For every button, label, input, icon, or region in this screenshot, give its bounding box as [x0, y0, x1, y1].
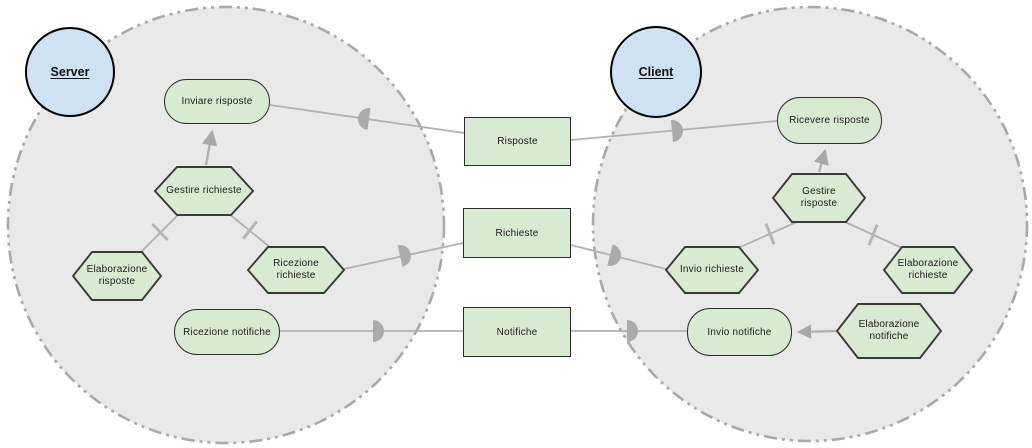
cross-ticks [151, 220, 879, 246]
node-gestire-risposte-label: Gestire risposte [800, 185, 838, 210]
arrow-gestire-to-ricevere [813, 148, 829, 173]
node-invio-richieste-label: Invio richieste [679, 263, 745, 275]
node-elaborazione-risposte-label: Elaborazione risposte [86, 263, 148, 288]
node-gestire-risposte-shape [771, 173, 867, 223]
cross-tick-icon [867, 224, 879, 246]
channel-arc-icon [397, 245, 411, 267]
link-gestire-invio-richieste [737, 220, 800, 249]
node-ricezione-notifiche: Ricezione notifiche [174, 309, 280, 355]
channel-arc-icon [373, 320, 384, 342]
node-elaborazione-richieste-shape [882, 246, 974, 294]
hexagon-nodes [71, 166, 974, 359]
cross-tick-icon [764, 223, 776, 245]
node-inviare-risposte: Inviare risposte [164, 79, 270, 124]
node-ricevere-risposte: Ricevere risposte [777, 97, 882, 144]
node-gestire-richieste-label: Gestire richieste [166, 184, 242, 196]
node-ricezione-richieste-shape [246, 246, 346, 294]
node-elaborazione-richieste-label: Elaborazione richieste [897, 257, 959, 282]
channel-arcs [358, 108, 683, 342]
node-elaborazione-risposte-shape [71, 251, 163, 301]
node-elaborazione-notifiche-shape [835, 303, 943, 359]
node-invio-notifiche: Invio notifiche [687, 308, 792, 356]
node-ricezione-richieste-label: Ricezione richieste [273, 257, 319, 282]
server-agent-label: Server [50, 65, 90, 79]
arrow-gestire-to-inviare [201, 129, 218, 166]
server-region-boundary [6, 5, 446, 445]
node-gestire-richieste-shape [153, 166, 255, 216]
channel-arc-icon [358, 108, 371, 130]
cross-tick-icon [242, 220, 258, 240]
server-agent-circle: Server [25, 27, 115, 117]
channel-richieste: Richieste [463, 208, 571, 258]
channel-risposte: Risposte [464, 117, 571, 166]
arrow-elaborazione-to-invio-notifiche [796, 324, 837, 339]
channel-notifiche: Notifiche [463, 307, 571, 357]
cross-tick-icon [151, 222, 169, 242]
client-agent-circle: Client [610, 26, 702, 118]
node-elaborazione-notifiche-label: Elaborazione notifiche [858, 318, 920, 343]
client-agent-label: Client [638, 65, 674, 79]
channel-arc-icon [607, 244, 621, 266]
channel-arc-icon [627, 320, 638, 342]
channel-arc-icon [670, 120, 683, 142]
node-invio-richieste-shape [664, 246, 760, 294]
